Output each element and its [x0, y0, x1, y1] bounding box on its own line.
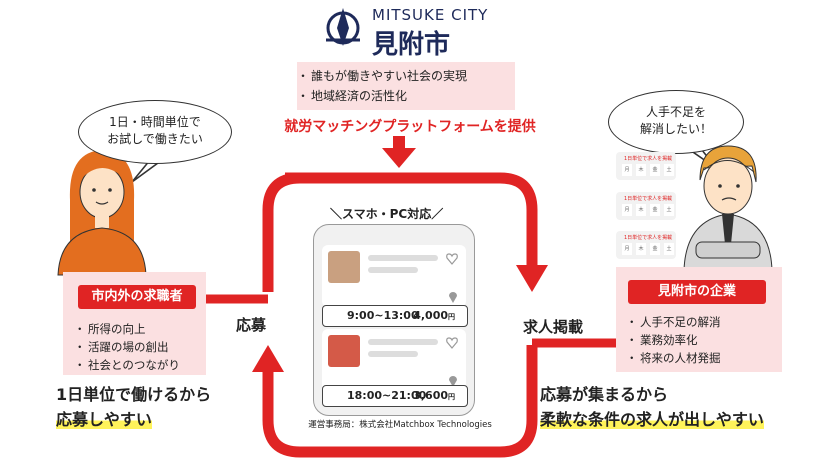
placeholder-line — [368, 267, 418, 273]
goal-item: 誰もが働きやすい社会の実現 — [297, 66, 515, 86]
mini-day: 木 — [636, 204, 646, 216]
company-caption-line1: 応募が集まるから — [540, 385, 669, 404]
mini-day: 木 — [636, 243, 646, 255]
loop-left — [262, 172, 301, 292]
post-label: 求人掲載 — [523, 318, 584, 336]
company-speech-bubble: 人手不足を 解消したい！ — [608, 90, 744, 154]
job-wage: 3,600 — [413, 389, 448, 402]
goal-item: 地域経済の活性化 — [297, 86, 515, 106]
location-pin-icon — [449, 376, 457, 387]
mini-posting-card: 1日単位で求人を掲載 月木金土 — [616, 192, 676, 220]
city-emblem-icon — [326, 8, 360, 46]
mini-day: 月 — [622, 204, 632, 216]
job-seeker-illustration — [57, 150, 147, 276]
provide-arrow-icon — [382, 148, 416, 168]
arrow-down-right — [516, 265, 548, 292]
job-photo — [328, 335, 360, 367]
company-caption: 応募が集まるから 柔軟な条件の求人が出しやすい — [540, 382, 764, 432]
mini-day: 土 — [664, 164, 674, 176]
mini-posting-head: 1日単位で求人を掲載 — [624, 156, 673, 162]
placeholder-line — [368, 351, 418, 357]
operator-credit: 運営事務局：株式会社Matchbox Technologies — [308, 420, 492, 430]
loop-bottom — [262, 345, 538, 458]
mini-day: 金 — [650, 164, 660, 176]
mini-day: 月 — [622, 164, 632, 176]
arrow-up-left — [252, 345, 284, 372]
job-card[interactable] — [322, 245, 466, 307]
job-card[interactable] — [322, 329, 466, 391]
placeholder-line — [368, 255, 438, 261]
mini-day: 金 — [650, 243, 660, 255]
job-time-row: 9:00~13:00 4,000円 — [322, 305, 468, 327]
company-caption-line2: 柔軟な条件の求人が出しやすい — [540, 410, 764, 429]
yen-unit: 円 — [448, 313, 455, 321]
job-time-row: 18:00~21:00 3,600円 — [322, 385, 468, 407]
city-name-en: MITSUKE CITY — [372, 6, 489, 24]
location-pin-icon — [449, 292, 457, 303]
provide-platform-text: 就労マッチングプラットフォームを提供 — [284, 119, 536, 135]
company-benefit: 業務効率化 — [626, 331, 721, 349]
goals-box: 誰もが働きやすい社会の実現 地域経済の活性化 — [297, 62, 515, 110]
job-seeker-label: 市内外の求職者 — [78, 285, 196, 309]
mini-day: 土 — [664, 204, 674, 216]
seeker-benefits-list: 所得の向上 活躍の場の創出 社会とのつながり — [74, 320, 180, 374]
seeker-bubble-line: お試しで働きたい — [107, 132, 203, 146]
mini-posting-head: 1日単位で求人を掲載 — [624, 196, 673, 202]
company-benefits-list: 人手不足の解消 業務効率化 将来の人材発掘 — [626, 313, 721, 367]
company-bubble-line: 解消したい！ — [639, 122, 712, 136]
mini-day: 土 — [664, 243, 674, 255]
device-support-title: ＼スマホ・PC対応／ — [330, 207, 444, 221]
job-time: 18:00~21:00 — [347, 389, 427, 402]
seeker-caption: 1日単位で働けるから 応募しやすい — [56, 382, 211, 432]
seeker-benefit: 所得の向上 — [74, 320, 180, 338]
seeker-bubble-line: 1日・時間単位で — [109, 115, 201, 129]
seeker-caption-line1: 1日単位で働けるから — [56, 385, 212, 404]
mini-day: 木 — [636, 164, 646, 176]
company-bubble-line: 人手不足を — [645, 105, 706, 119]
seeker-benefit: 活躍の場の創出 — [74, 338, 180, 356]
mini-day: 金 — [650, 204, 660, 216]
job-wage: 4,000 — [413, 309, 448, 322]
job-time: 9:00~13:00 — [347, 309, 419, 322]
company-benefit: 将来の人材発掘 — [626, 349, 721, 367]
seeker-caption-line2: 応募しやすい — [56, 410, 152, 429]
company-person-illustration — [683, 145, 773, 271]
seeker-speech-bubble: 1日・時間単位で お試しで働きたい — [78, 100, 232, 164]
company-benefit: 人手不足の解消 — [626, 313, 721, 331]
yen-unit: 円 — [448, 393, 455, 401]
mini-posting-head: 1日単位で求人を掲載 — [624, 235, 673, 241]
seeker-benefit: 社会とのつながり — [74, 356, 180, 374]
mini-posting-card: 1日単位で求人を掲載 月木金土 — [616, 152, 676, 180]
loop-top-right — [285, 172, 538, 268]
provide-arrow-stem — [393, 136, 405, 150]
city-name-jp: 見附市 — [372, 30, 451, 60]
placeholder-line — [368, 339, 438, 345]
mini-day: 月 — [622, 243, 632, 255]
company-label: 見附市の企業 — [628, 280, 766, 304]
phone-mockup: 9:00~13:00 4,000円 18:00~21:00 3,600円 — [313, 224, 475, 416]
job-photo — [328, 251, 360, 283]
apply-label: 応募 — [236, 316, 267, 334]
heart-icon[interactable] — [446, 253, 458, 265]
heart-icon[interactable] — [446, 337, 458, 349]
mini-posting-card: 1日単位で求人を掲載 月木金土 — [616, 231, 676, 259]
